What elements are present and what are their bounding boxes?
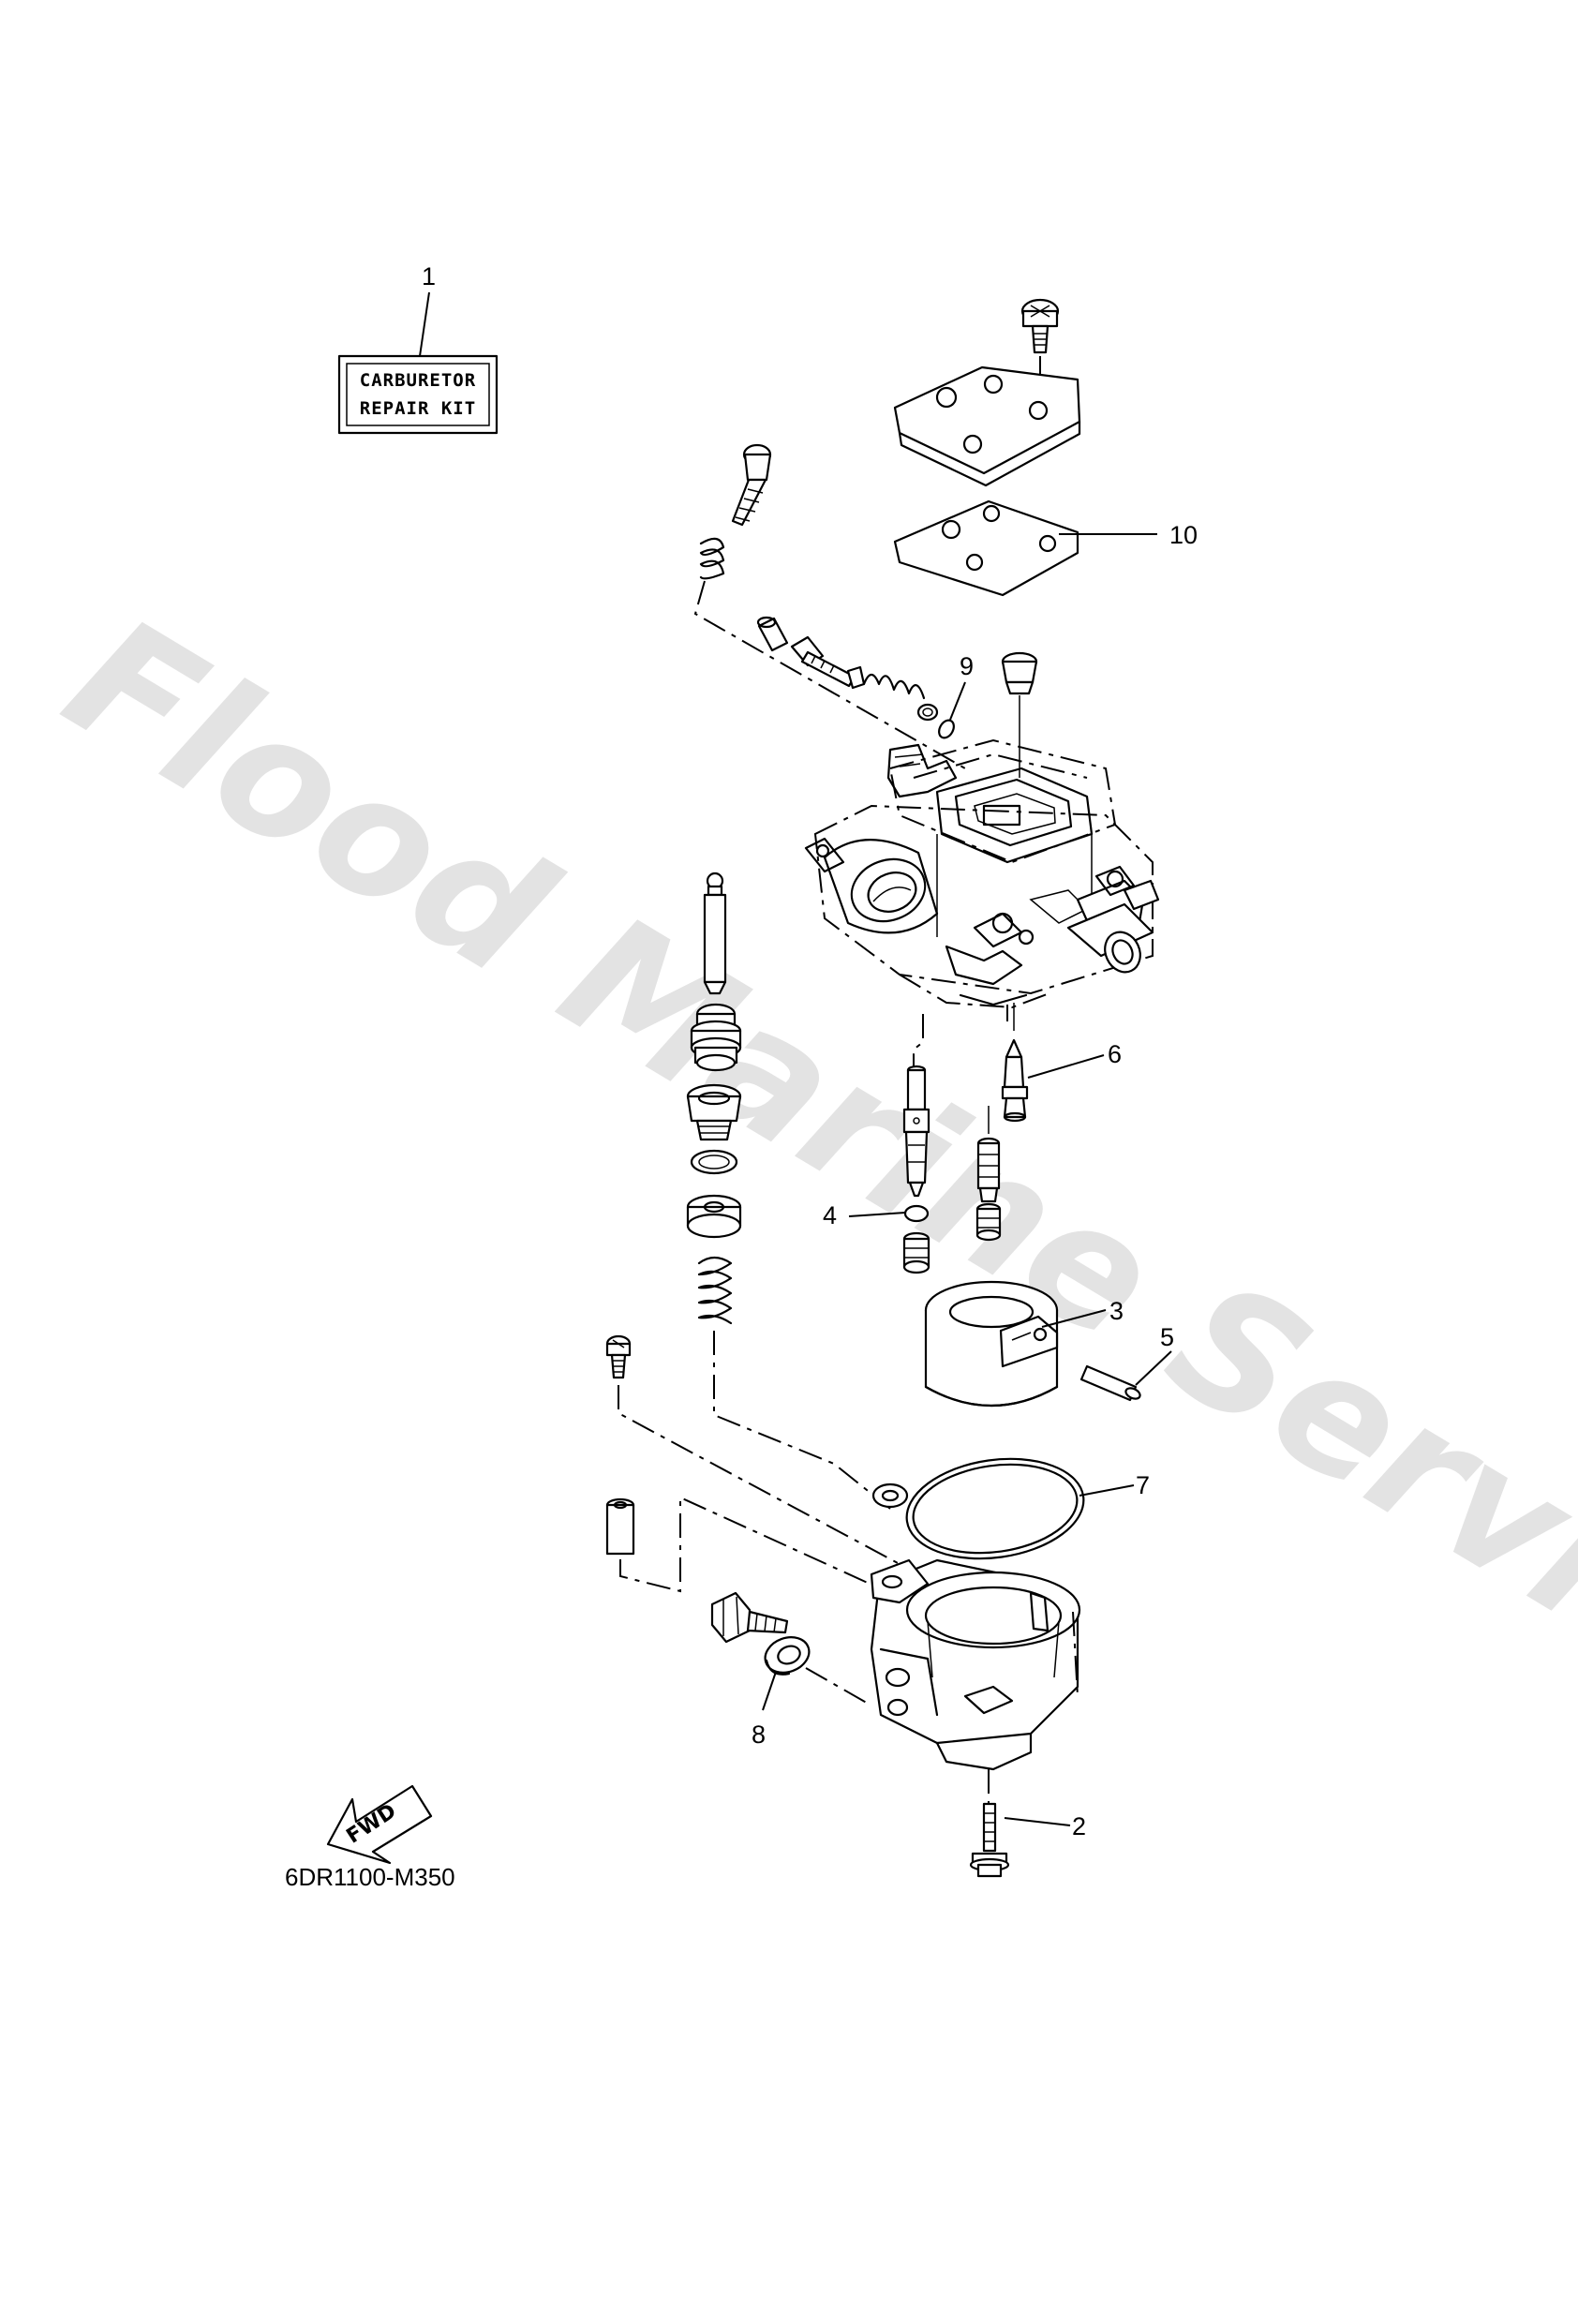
carburetor-body xyxy=(804,738,1160,1021)
body-plug xyxy=(1001,651,1038,778)
kit-label-line1: CARBURETOR xyxy=(360,370,476,391)
pilot-screw-assembly xyxy=(693,443,966,769)
callout-6: 6 xyxy=(1108,1040,1122,1068)
callout-7: 7 xyxy=(1136,1471,1150,1499)
callout-10: 10 xyxy=(1169,521,1198,549)
callout-4: 4 xyxy=(823,1201,837,1229)
part-2-screw xyxy=(969,1802,1071,1878)
throttle-shaft-parts xyxy=(756,616,966,739)
top-cover-plate xyxy=(893,365,1081,487)
float-chamber xyxy=(805,1558,1081,1804)
callout-2: 2 xyxy=(1072,1812,1086,1840)
pump-parts-column xyxy=(686,872,891,1510)
watermark-text: Flood Marine Services xyxy=(36,580,1578,1817)
part-1-repair-kit: CARBURETOR REPAIR KIT xyxy=(337,291,499,435)
chamber-screws xyxy=(605,1334,899,1594)
callout-5: 5 xyxy=(1160,1323,1174,1351)
drain-screw xyxy=(710,1591,789,1644)
part-7-gasket xyxy=(871,1457,1135,1560)
callout-8: 8 xyxy=(752,1721,766,1749)
part-3-float xyxy=(924,1280,1107,1407)
jet-assembly xyxy=(848,1003,1105,1274)
callout-9: 9 xyxy=(960,652,974,680)
part-5-float-pin xyxy=(1079,1350,1172,1402)
callout-1: 1 xyxy=(422,262,436,290)
diagram-code: 6DR1100-M350 xyxy=(285,1863,455,1891)
part-8-washer xyxy=(762,1636,811,1711)
kit-label-line2: REPAIR KIT xyxy=(360,398,476,419)
callout-3: 3 xyxy=(1109,1297,1124,1325)
callout-labels: 1 2 3 4 5 6 7 8 9 10 xyxy=(422,262,1198,1840)
fwd-arrow-icon: FWD xyxy=(326,1784,433,1865)
part-10-gasket xyxy=(893,499,1157,597)
cover-screw xyxy=(1020,298,1060,410)
